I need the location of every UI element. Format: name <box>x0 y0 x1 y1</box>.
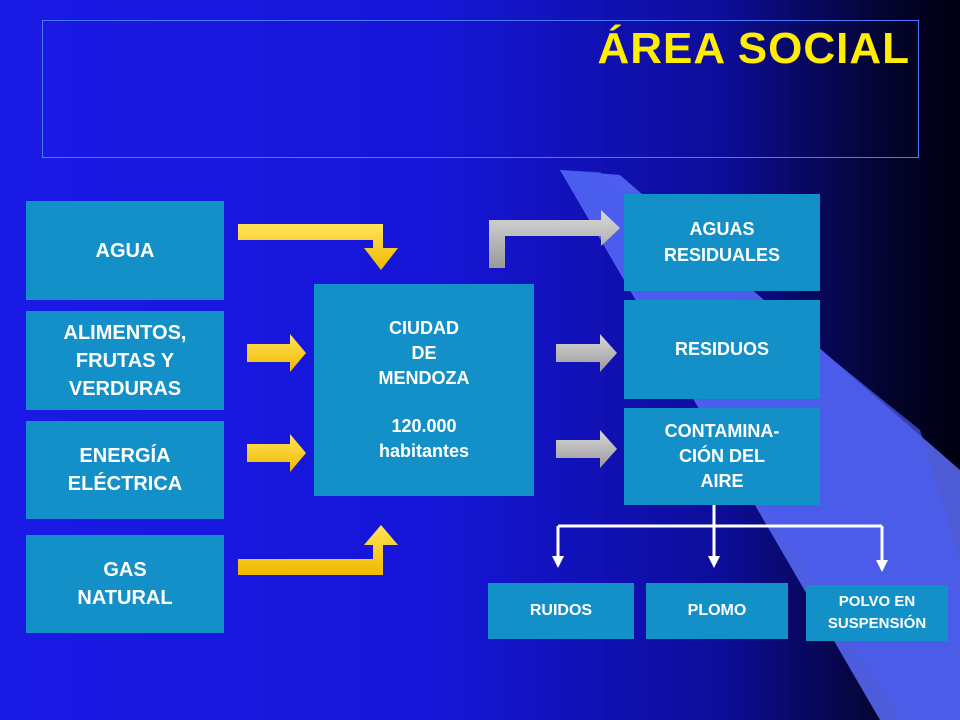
output-contaminacion-box: CONTAMINA- CIÓN DEL AIRE <box>624 408 820 505</box>
output-residuos-box: RESIDUOS <box>624 300 820 399</box>
city-box: CIUDAD DE MENDOZA 120.000 habitantes <box>314 284 534 496</box>
city-population: 120.000 habitantes <box>378 415 470 461</box>
arrowhead-plomo <box>708 556 720 568</box>
arrow-alimentos-to-city <box>247 334 306 372</box>
arrow-energia-to-city <box>247 434 306 472</box>
arrow-gas-to-city <box>238 525 398 575</box>
title-frame <box>42 20 919 158</box>
pollutant-ruidos-box: RUIDOS <box>488 583 634 639</box>
input-agua-box: AGUA <box>26 201 224 300</box>
pollutant-plomo-box: PLOMO <box>646 583 788 639</box>
arrowhead-polvo <box>876 560 888 572</box>
arrow-agua-to-city <box>238 224 398 270</box>
input-energia-box: ENERGÍA ELÉCTRICA <box>26 421 224 519</box>
city-name: CIUDAD DE MENDOZA <box>378 318 470 389</box>
pollutant-polvo-box: POLVO EN SUSPENSIÓN <box>806 585 948 641</box>
arrow-city-to-contaminacion <box>556 430 617 468</box>
arrowhead-ruidos <box>552 556 564 568</box>
output-aguas-residuales-box: AGUAS RESIDUALES <box>624 194 820 291</box>
slide-title: ÁREA SOCIAL <box>597 24 910 73</box>
input-alimentos-box: ALIMENTOS, FRUTAS Y VERDURAS <box>26 311 224 410</box>
arrow-city-to-aguas-residuales <box>489 210 620 268</box>
arrow-city-to-residuos <box>556 334 617 372</box>
branch-lines <box>556 505 884 562</box>
input-gas-box: GAS NATURAL <box>26 535 224 633</box>
